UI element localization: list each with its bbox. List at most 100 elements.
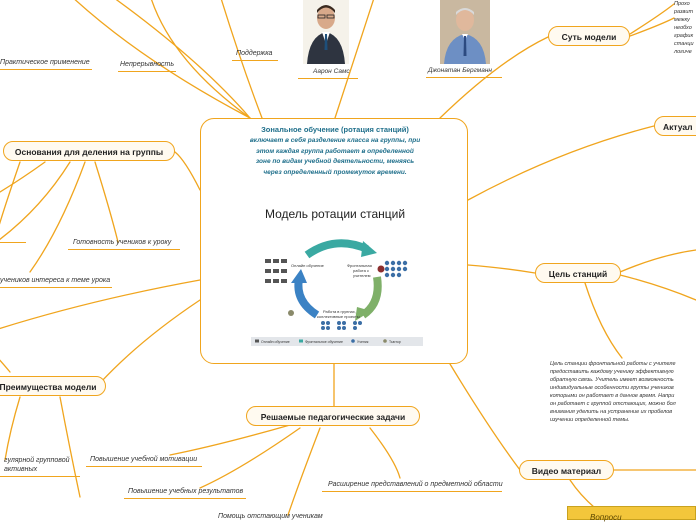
essence-text: Прохо развит межку необхо график станци … [674, 1, 694, 55]
central-description-line: включает в себя разделение класса на гру… [249, 137, 421, 144]
connector-goal [467, 264, 536, 274]
connector-grouping-3 [0, 161, 21, 225]
connector-people [334, 0, 375, 119]
central-description-line: этом каждая группа работает в определенн… [256, 147, 414, 155]
caption-aaron-underline [298, 78, 358, 79]
connector-advantages [99, 299, 201, 384]
leaf-regular-underline [0, 476, 80, 477]
leaf-interest: учеников интереса к теме урока [0, 277, 111, 284]
diagram-frontal-label-2: работа с [353, 268, 369, 273]
central-description-line: через определенный промежуток времени. [263, 168, 407, 176]
diagram-online-label: Онлайн обучение [291, 263, 325, 268]
leaf-motivation: Повышение учебной мотивации [90, 456, 198, 463]
node-tasks[interactable]: Решаемые педагогические задачи [246, 406, 420, 426]
goal-text: Цель станции фронтальной работы с учител… [550, 361, 676, 423]
tutor-icon [288, 310, 294, 316]
arrow-online-to-frontal [304, 239, 369, 259]
connector-knowledge [369, 427, 401, 479]
connector-grouping-2 [0, 161, 71, 241]
legend-tutor: Тьютор [389, 340, 401, 344]
legend-online: Онлайн обучение [261, 340, 290, 344]
connector-goal-1 [619, 249, 696, 273]
node-advantages[interactable]: Преимущества модели [0, 376, 106, 396]
legend-student: Ученик [357, 340, 369, 344]
connector-grouping [174, 151, 201, 191]
leaf-regular-1: гулярной групповой [4, 457, 70, 464]
teacher-icon [377, 265, 385, 273]
connector-video-2 [569, 479, 596, 509]
arrow-head-blue [291, 269, 307, 283]
connector-interest [29, 161, 86, 273]
connector-essence-1 [629, 3, 675, 35]
photo-aaron-sams [303, 0, 349, 64]
node-relevance[interactable]: Актуал [654, 116, 696, 136]
connector-motivation [169, 424, 291, 456]
leaf-practical: Практическое применение [0, 59, 90, 66]
frontal-students [384, 260, 408, 278]
arrow-head-green [355, 307, 371, 321]
leaf-support: Поддержка [236, 50, 273, 57]
connector-readiness [94, 161, 119, 243]
connector-adv-3 [0, 359, 11, 373]
model-title: Модель ротации станций [264, 207, 406, 221]
connector-results [199, 427, 301, 489]
video-card[interactable]: Вопроси [567, 506, 696, 522]
group-students [321, 321, 362, 330]
diagram-group-label-2: коллективные проекты [317, 314, 360, 319]
node-video[interactable]: Видео материал [519, 460, 614, 480]
caption-aaron-sams: Аарон Самс [313, 68, 350, 75]
legend-frontal: Фронтальное обучение [305, 340, 343, 344]
leaf-interest-underline [0, 287, 112, 288]
arrow-group-to-online [294, 278, 320, 319]
arrow-head-teal [361, 241, 377, 257]
diagram-frontal-label-1: Фронтальная [347, 263, 372, 268]
node-goal[interactable]: Цель станций [535, 263, 621, 283]
connector-goal-3 [584, 282, 623, 359]
connector-top-left [115, 0, 251, 119]
station-rotation-diagram: Онлайн обучение Фронтальная работа с учи… [251, 239, 423, 346]
photo-jonathan-bergmann [440, 0, 490, 64]
leaf-results-underline [124, 498, 246, 499]
caption-jonathan-underline [426, 77, 502, 78]
connector-practical [74, 0, 251, 119]
diagram-group-label-1: Работа в группах, [323, 309, 356, 314]
arrow-frontal-to-group [360, 276, 382, 319]
connector-video [449, 363, 521, 471]
diagram-legend [251, 337, 423, 346]
leaf-knowledge-underline [322, 491, 502, 492]
leaf-continuity: Непрерывность [120, 61, 175, 68]
connector-grouping-1 [0, 161, 46, 193]
connector-essence [439, 36, 549, 119]
connector-adv-1 [4, 396, 21, 461]
connector-goal-2 [619, 274, 696, 301]
leaf-readiness: Готовность учеников к уроку [73, 239, 172, 246]
connector-adv-2 [59, 396, 81, 498]
central-title: Зональное обучение (ротация станций) [261, 125, 409, 134]
node-essence[interactable]: Суть модели [548, 26, 630, 46]
node-grouping[interactable]: Основания для деления на группы [3, 141, 175, 161]
video-card-text: Вопроси [590, 513, 622, 522]
central-node[interactable]: Зональное обучение (ротация станций) вкл… [200, 118, 468, 364]
connector-continuity [151, 0, 251, 119]
central-description: включает в себя разделение класса на гру… [225, 136, 445, 178]
leaf-results: Повышение учебных результатов [128, 488, 244, 495]
leaf-readiness-underline [68, 249, 180, 250]
leaf-support-underline [232, 60, 278, 61]
connector-relevance [467, 125, 655, 201]
connector-essence-2 [629, 17, 675, 37]
leaf-knowledge: Расширение представлений о предметной об… [328, 481, 503, 488]
central-description-line: зоне по видам учебной деятельности, меня… [255, 158, 415, 165]
leaf-regular-2: активных [4, 466, 38, 473]
connector-support [220, 0, 263, 119]
leaf-continuity-underline [118, 71, 176, 72]
leaf-motivation-underline [86, 466, 202, 467]
diagram-frontal-label-3: учителем [353, 273, 371, 278]
connector-left-mid [0, 279, 201, 330]
leaf-practical-underline [0, 69, 92, 70]
leaf-lagging: Помощь отстающим ученикам [218, 513, 323, 520]
caption-jonathan-bergmann: Джонатан Бергманн [428, 67, 493, 74]
online-computers [265, 259, 287, 283]
leaf-grouping-stub-underline [0, 242, 26, 243]
connector-lagging [287, 427, 321, 516]
